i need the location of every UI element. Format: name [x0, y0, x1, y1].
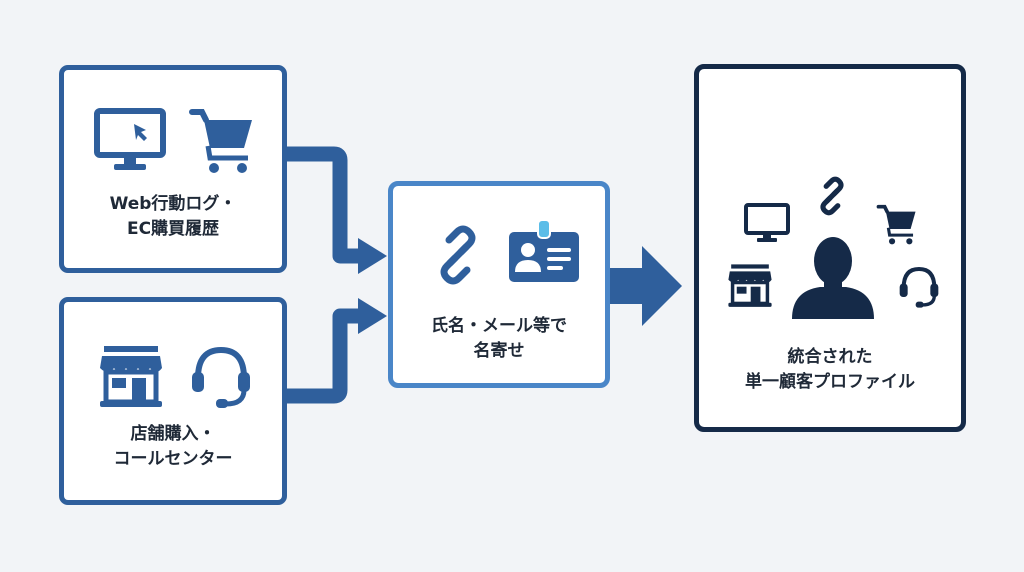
arrow-merge-to-profile	[610, 268, 644, 304]
label-line: 氏名・メール等で	[431, 316, 567, 336]
label-line: 単一顧客プロファイル	[745, 372, 915, 392]
chain-link-icon	[820, 176, 844, 216]
person-icon	[792, 237, 874, 319]
label-line: EC購買履歴	[126, 219, 220, 239]
label-line: Web行動ログ・	[109, 194, 237, 214]
process-label: 氏名・メール等で 名寄せ	[393, 314, 605, 364]
shopping-cart-icon	[876, 204, 916, 245]
storefront-icon	[728, 264, 772, 307]
arrow-head-store	[358, 298, 387, 334]
arrow-head-profile	[642, 246, 682, 326]
headset-icon	[899, 266, 939, 308]
shopping-cart-icon	[189, 109, 252, 173]
result-label: 統合された 単一顧客プロファイル	[699, 345, 961, 395]
source-box-web-ec: Web行動ログ・ EC購買履歴	[59, 65, 287, 273]
storefront-icon	[100, 346, 162, 407]
label-line: コールセンター	[113, 449, 233, 469]
chain-link-icon	[440, 225, 476, 285]
source-label-store-callcenter: 店舗購入・ コールセンター	[64, 422, 282, 472]
label-line: 名寄せ	[473, 341, 525, 361]
headset-icon	[192, 346, 250, 408]
arrow-head-web	[358, 238, 387, 274]
process-box-name-matching: 氏名・メール等で 名寄せ	[388, 181, 610, 388]
id-card-icon	[509, 219, 579, 282]
source-label-web-ec: Web行動ログ・ EC購買履歴	[64, 192, 282, 242]
monitor-icon	[744, 203, 790, 242]
result-box-unified-profile: 統合された 単一顧客プロファイル	[694, 64, 966, 432]
label-line: 店舗購入・	[130, 424, 216, 444]
label-line: 統合された	[787, 347, 873, 367]
monitor-cursor-icon	[94, 108, 166, 170]
arrow-store-to-merge	[287, 308, 360, 404]
source-box-store-callcenter: 店舗購入・ コールセンター	[59, 297, 287, 505]
arrow-web-to-merge	[287, 146, 360, 264]
